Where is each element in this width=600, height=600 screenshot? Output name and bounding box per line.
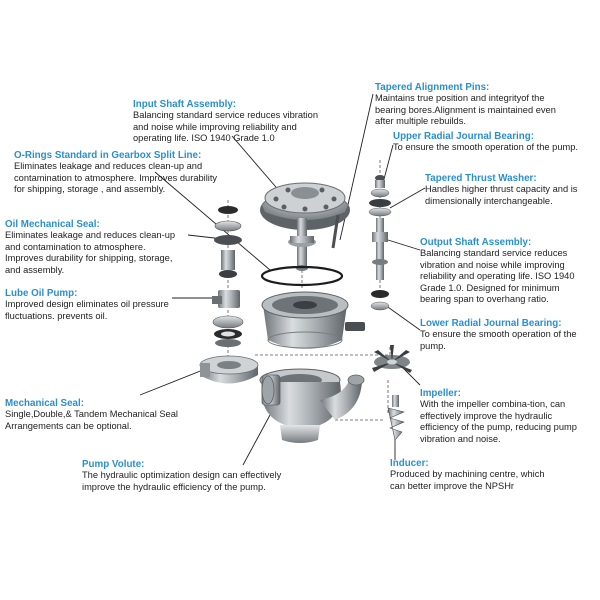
callout-upper-bearing: Upper Radial Journal Bearing: To ensure … — [393, 131, 578, 154]
leader-lines — [139, 93, 426, 466]
lube-pump-title: Lube Oil Pump: — [5, 288, 78, 299]
callout-lower-bearing: Lower Radial Journal Bearing: To ensure … — [420, 318, 577, 352]
volute-title: Pump Volute: — [82, 459, 145, 470]
callout-volute: Pump Volute: The hydraulic optimization … — [82, 459, 281, 493]
o-rings-title: O-Rings Standard in Gearbox Split Line: — [14, 150, 202, 161]
gearbox-housing — [261, 291, 365, 349]
output-shaft-stack — [368, 175, 392, 311]
inducer-title: Inducer: — [390, 458, 429, 469]
alignment-pin — [331, 214, 340, 249]
leader-o-rings — [154, 171, 271, 271]
input-shaft-desc: Balancing standard service reduces vibra… — [133, 110, 319, 144]
o-rings-desc: Eliminates leakage and reduces clean-up … — [14, 161, 218, 195]
impeller-title: Impeller: — [420, 388, 461, 399]
output-shaft-title: Output Shaft Assembly: — [420, 237, 532, 248]
lower-bearing-title: Lower Radial Journal Bearing: — [420, 318, 562, 329]
leader-volute — [242, 414, 271, 466]
callout-inducer: Inducer: Produced by machining centre, w… — [390, 458, 545, 492]
thrust-washer-desc: Handles higher thrust capacity and is di… — [425, 184, 578, 206]
align-pins-desc: Maintains true position and integrityof … — [375, 93, 556, 127]
callout-oil-seal: Oil Mechanical Seal: Eliminates leakage … — [5, 219, 175, 276]
leader-output-shaft — [387, 239, 421, 251]
gearbox-cover — [260, 182, 350, 230]
upper-bearing-title: Upper Radial Journal Bearing: — [393, 131, 534, 142]
align-pins-title: Tapered Alignment Pins: — [375, 82, 490, 93]
output-shaft-desc: Balancing standard service reduces vibra… — [420, 248, 575, 305]
callout-lube-pump: Lube Oil Pump: Improved design eliminate… — [5, 288, 169, 322]
inducer-desc: Produced by machining centre, which can … — [390, 469, 545, 491]
lube-pump-desc: Improved design eliminates oil pressure … — [5, 299, 169, 321]
callout-input-shaft: Input Shaft Assembly: Balancing standard… — [133, 99, 318, 145]
leader-lower-bearing — [384, 304, 421, 331]
callout-output-shaft: Output Shaft Assembly: Balancing standar… — [420, 237, 575, 305]
input-shaft-title: Input Shaft Assembly: — [133, 99, 237, 110]
oil-seal-title: Oil Mechanical Seal: — [5, 219, 100, 230]
mech-seal-title: Mechanical Seal: — [5, 398, 84, 409]
gearbox-o-ring — [260, 265, 344, 287]
lower-bearing-desc: To ensure the smooth operation of the pu… — [420, 329, 577, 351]
leader-thrust-washer — [389, 187, 426, 209]
mech-seal-desc: Single,Double,& Tandem Mechanical Seal A… — [5, 409, 178, 431]
left-part-stack — [212, 206, 244, 347]
leader-upper-bearing — [382, 144, 394, 184]
impeller-part — [372, 345, 412, 373]
inducer-part — [387, 395, 405, 441]
impeller-desc: With the impeller combina-tion, can effe… — [420, 399, 577, 444]
callout-align-pins: Tapered Alignment Pins: Maintains true p… — [375, 82, 556, 128]
callout-o-rings: O-Rings Standard in Gearbox Split Line: … — [14, 150, 217, 196]
pump-volute — [259, 368, 365, 443]
callout-thrust-washer: Tapered Thrust Washer: Handles higher th… — [425, 173, 577, 207]
mechanical-seal-part — [199, 355, 259, 384]
thrust-washer-title: Tapered Thrust Washer: — [425, 173, 537, 184]
oil-seal-desc: Eliminates leakage and reduces clean-up … — [5, 230, 176, 275]
volute-desc: The hydraulic optimization design can ef… — [82, 470, 282, 492]
callout-mech-seal: Mechanical Seal: Single,Double,& Tandem … — [5, 398, 178, 432]
callout-impeller: Impeller: With the impeller combina-tion… — [420, 388, 577, 445]
upper-bearing-desc: To ensure the smooth operation of the pu… — [393, 142, 579, 153]
